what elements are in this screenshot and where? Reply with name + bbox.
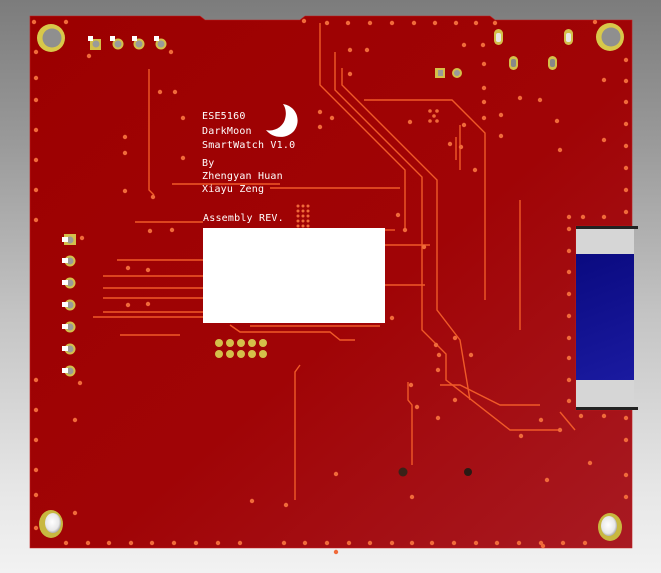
- crescent-moon-icon: [266, 104, 298, 137]
- silk-product: SmartWatch V1.0: [202, 140, 296, 151]
- silk-author1: Zhengyan Huan: [202, 171, 283, 182]
- small-pads: [435, 68, 462, 78]
- mounting-hole-top-right: [596, 23, 624, 51]
- mounting-hole-bottom-left: [39, 510, 63, 538]
- silk-assembly-rev: Assembly REV.: [203, 213, 284, 224]
- vias: [31, 18, 629, 555]
- top-header-pins: [88, 36, 167, 50]
- display-panel: [576, 254, 634, 380]
- traces: [93, 23, 576, 500]
- test-pad-grid: [215, 339, 267, 358]
- silk-project: DarkMoon: [202, 126, 252, 137]
- silk-by: By: [202, 158, 215, 169]
- component-lead: [464, 468, 472, 476]
- silk-author2: Xiayu Zeng: [202, 184, 265, 195]
- mounting-hole-top-left: [37, 24, 65, 52]
- left-header-pins: [62, 234, 76, 377]
- thermal-via-grid: [296, 204, 310, 228]
- mounting-hole-bottom-right: [598, 513, 622, 541]
- component-lead: [398, 467, 408, 477]
- slotted-pads: [494, 29, 573, 70]
- silk-course: ESE5160: [202, 111, 246, 122]
- assembly-label-blank: [203, 228, 385, 323]
